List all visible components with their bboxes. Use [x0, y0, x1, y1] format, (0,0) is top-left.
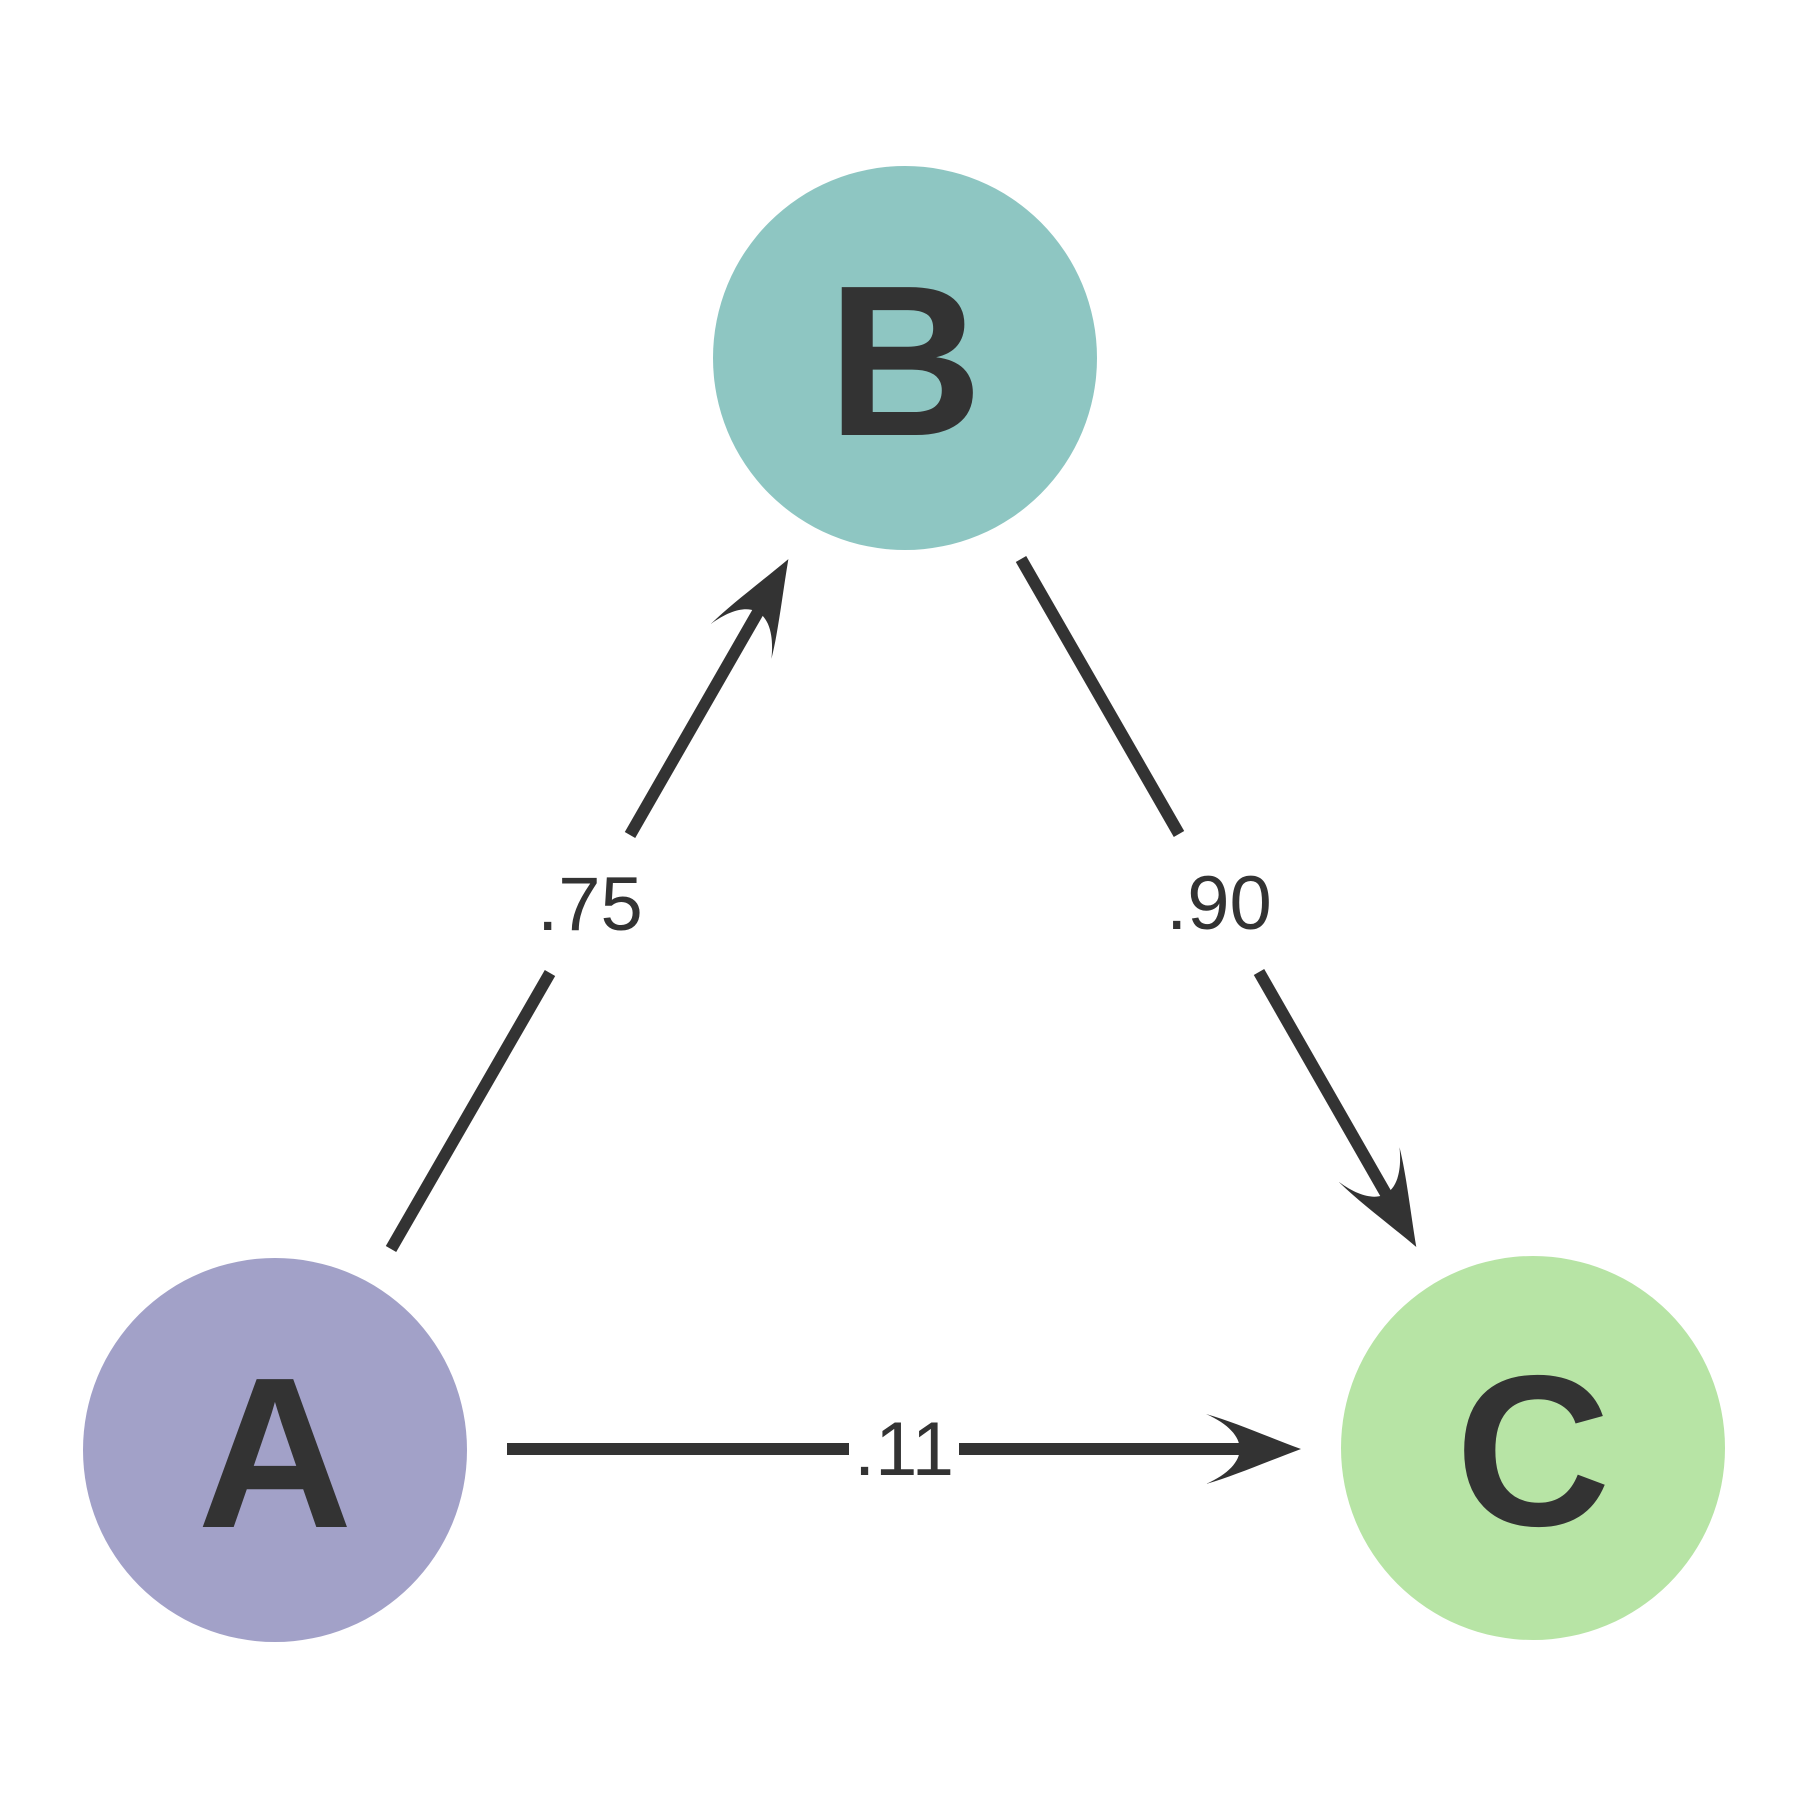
edge-b-to-c: .90: [1015, 556, 1417, 1247]
edge-a-to-b: .75: [385, 559, 789, 1252]
node-b-label: B: [827, 240, 982, 481]
edge-b-to-c-weight-label: .90: [1166, 861, 1272, 946]
node-a-circle: [83, 1258, 467, 1642]
edge-a-to-b-segment-upper: [624, 559, 789, 838]
node-a-label: A: [197, 1332, 352, 1573]
node-c: C: [1341, 1256, 1725, 1640]
edge-a-to-c: .11: [507, 1402, 1301, 1497]
node-a: A: [83, 1258, 467, 1642]
node-b-circle: [713, 166, 1097, 550]
edge-b-to-c-segment-upper: [1015, 556, 1185, 837]
edge-b-to-c-segment-lower: [1253, 969, 1417, 1247]
node-c-label: C: [1455, 1330, 1610, 1571]
node-c-circle: [1341, 1256, 1725, 1640]
edge-a-to-b-weight-label: .75: [537, 862, 643, 947]
edge-a-to-c-weight-label: .11: [854, 1407, 954, 1492]
node-b: B: [713, 166, 1097, 550]
edge-a-to-b-segment-lower: [385, 970, 556, 1252]
